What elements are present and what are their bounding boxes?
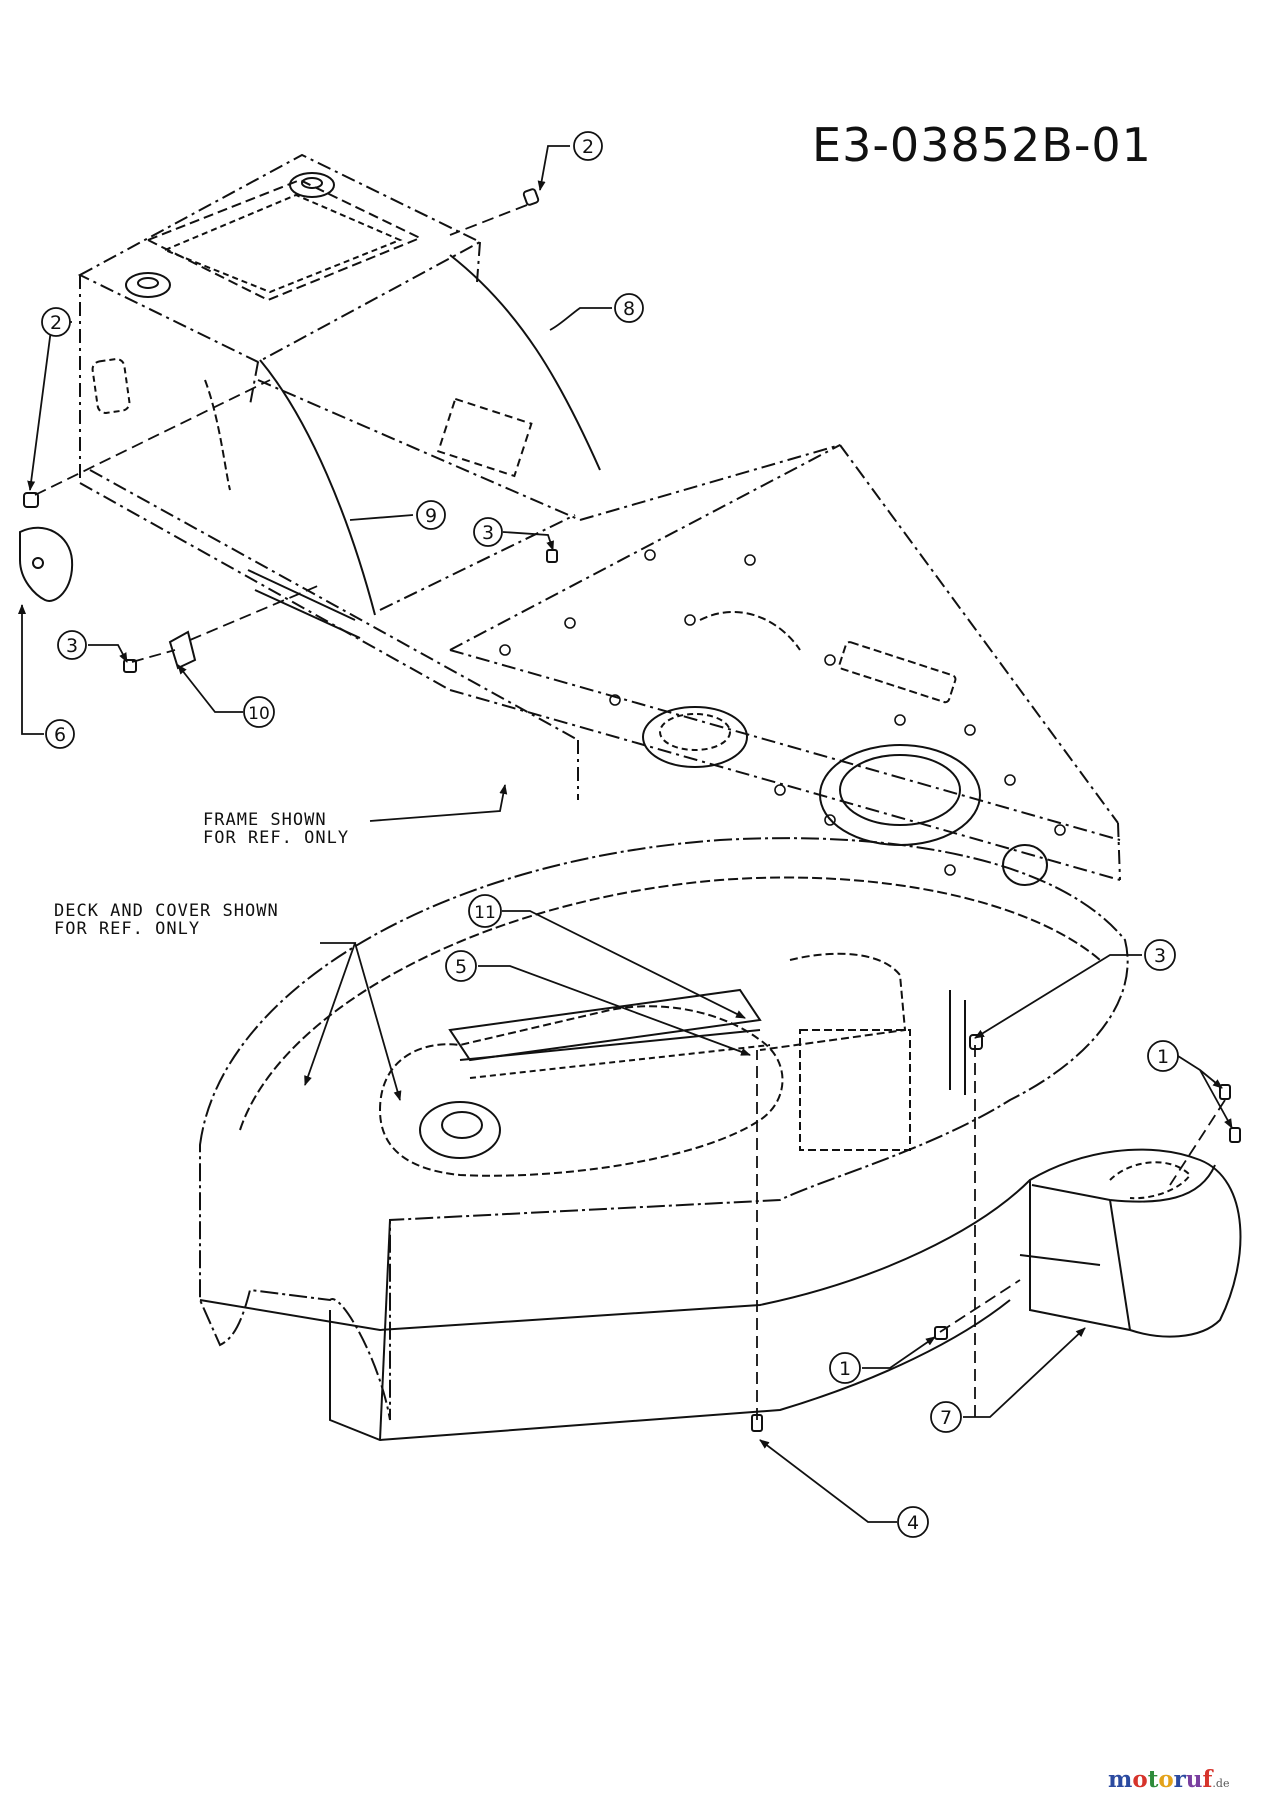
balloon-6: 6 <box>45 719 75 749</box>
note-line: FOR REF. ONLY <box>54 919 201 939</box>
note-deck-reference: DECK AND COVER SHOWN FOR REF. ONLY <box>54 902 279 938</box>
watermark-letter: t <box>1147 1766 1159 1793</box>
note-line: FRAME SHOWN <box>203 810 327 830</box>
assembly-lines <box>34 204 1226 1420</box>
balloon-9: 9 <box>416 500 446 530</box>
balloon-8: 8 <box>614 293 644 323</box>
balloon-label: 3 <box>66 635 78 657</box>
note-line: FOR REF. ONLY <box>203 828 350 848</box>
balloon-label: 1 <box>1157 1046 1169 1068</box>
balloon-label: 4 <box>907 1512 919 1534</box>
note-frame-reference: FRAME SHOWN FOR REF. ONLY <box>203 811 349 847</box>
balloon-3-right: 3 <box>1144 939 1176 971</box>
belt-cover <box>1019 1148 1242 1338</box>
balloon-1-lower: 1 <box>829 1352 861 1384</box>
balloon-2-top: 2 <box>573 131 603 161</box>
balloon-3-upper: 3 <box>473 517 503 547</box>
balloon-label: 1 <box>839 1358 851 1380</box>
balloon-label: 3 <box>1154 945 1166 967</box>
balloon-label: 6 <box>54 724 66 746</box>
watermark-letter: u <box>1185 1766 1203 1793</box>
balloon-5: 5 <box>445 950 477 982</box>
balloon-label: 8 <box>623 298 635 320</box>
balloon-label: 2 <box>582 136 594 158</box>
watermark-letter: f <box>1202 1766 1213 1793</box>
frame <box>77 153 1121 886</box>
balloon-label: 11 <box>474 903 496 923</box>
drawing-number: E3-03852B-01 <box>812 118 1152 172</box>
balloon-label: 3 <box>482 522 494 544</box>
balloon-label: 5 <box>455 956 467 978</box>
balloon-11: 11 <box>468 894 502 928</box>
balloon-label: 10 <box>248 704 270 724</box>
balloon-3-left: 3 <box>57 630 87 660</box>
watermark-logo: motoruf.de <box>1108 1766 1229 1793</box>
watermark-tld: .de <box>1212 1777 1230 1790</box>
balloon-1-upper: 1 <box>1147 1040 1179 1072</box>
balloon-10: 10 <box>243 696 275 728</box>
balloon-4: 4 <box>897 1506 929 1538</box>
note-line: DECK AND COVER SHOWN <box>54 901 279 921</box>
watermark-letter: r <box>1173 1766 1186 1793</box>
balloon-7: 7 <box>930 1401 962 1433</box>
balloon-label: 9 <box>425 505 437 527</box>
watermark-letter: m <box>1108 1766 1133 1793</box>
watermark-letter: o <box>1132 1766 1148 1793</box>
balloon-label: 7 <box>940 1407 952 1429</box>
watermark-letter: o <box>1158 1766 1174 1793</box>
deck <box>199 837 1129 1442</box>
balloon-label: 2 <box>50 312 62 334</box>
balloon-2-left: 2 <box>41 307 71 337</box>
